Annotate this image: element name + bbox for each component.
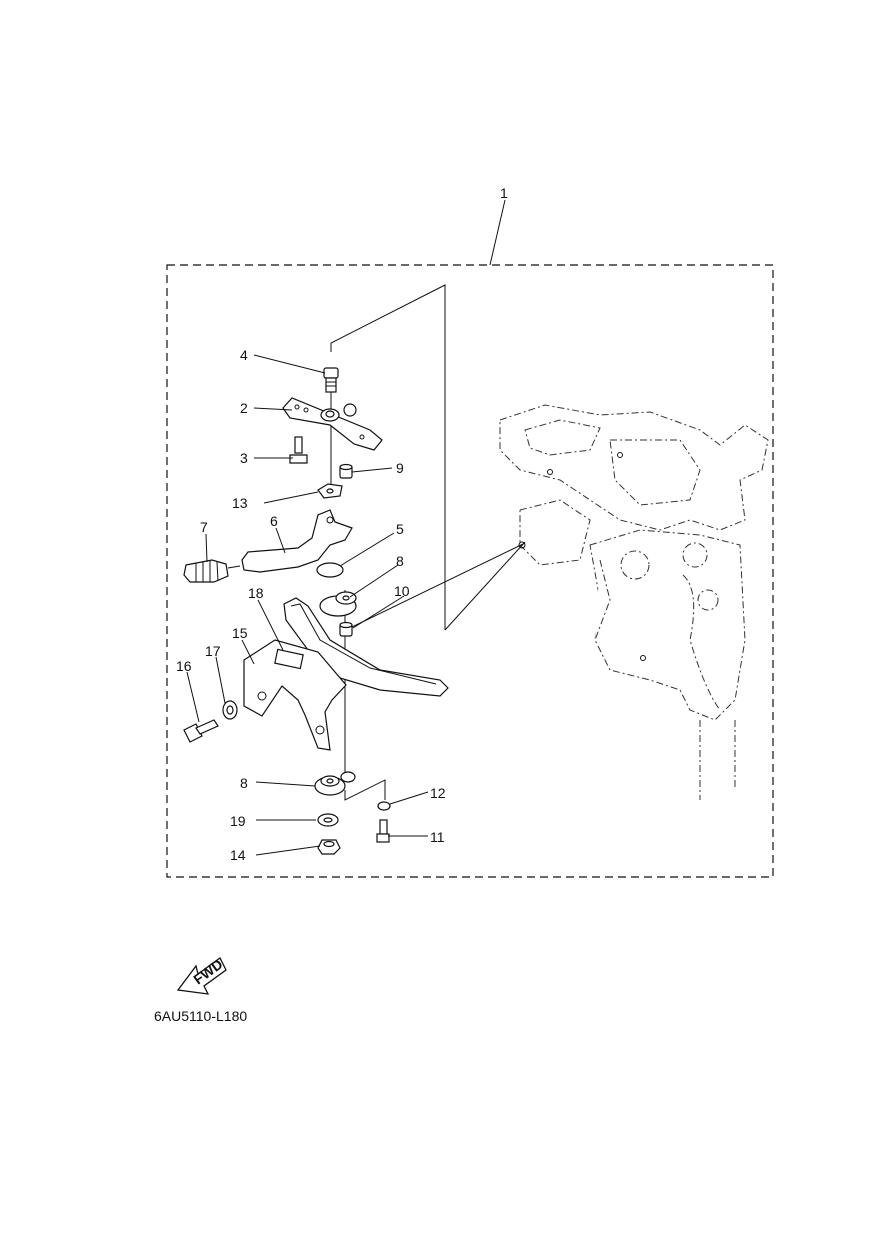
callout-14: 14	[230, 847, 246, 863]
part-10-collar	[339, 621, 353, 637]
part-6-lever	[241, 509, 353, 573]
callout-11: 11	[430, 829, 445, 845]
diagram-code: 6AU5110-L180	[154, 1008, 247, 1024]
part-14-nut	[317, 839, 341, 855]
callout-13: 13	[232, 495, 248, 511]
part-12-washer	[377, 801, 391, 811]
callout-9: 9	[396, 460, 404, 476]
callout-10: 10	[394, 583, 410, 599]
part-5-washer	[316, 562, 344, 578]
part-8-bushing-lower	[314, 771, 356, 796]
part-8-bushing-upper	[319, 591, 357, 617]
part-13-washer	[317, 483, 343, 499]
callout-8-upper: 8	[396, 553, 404, 569]
callout-5: 5	[396, 521, 404, 537]
callout-16: 16	[176, 658, 192, 674]
part-2-plate	[282, 397, 383, 451]
part-17-washer	[222, 700, 238, 720]
callout-3: 3	[240, 450, 248, 466]
callout-7: 7	[200, 519, 208, 535]
part-16-bolt	[183, 719, 219, 743]
callout-4: 4	[240, 347, 248, 363]
part-9-collar	[339, 463, 353, 479]
callout-12: 12	[430, 785, 446, 801]
part-11-screw	[376, 819, 390, 843]
part-4-bolt	[323, 367, 339, 393]
part-3-screw	[289, 436, 308, 464]
fwd-arrow-icon: FWD	[176, 956, 227, 995]
callout-1: 1	[500, 185, 508, 201]
callout-8-lower: 8	[240, 775, 248, 791]
callout-2: 2	[240, 400, 248, 416]
callout-19: 19	[230, 813, 246, 829]
callout-17: 17	[205, 643, 221, 659]
engine-bracket-outline	[499, 404, 769, 800]
callout-18: 18	[248, 585, 264, 601]
part-15-bracket	[243, 639, 347, 751]
part-7-grip	[183, 559, 241, 583]
callout-15: 15	[232, 625, 248, 641]
assembly-boundary	[166, 264, 774, 878]
leader-lines	[186, 354, 429, 856]
callout-6: 6	[270, 513, 278, 529]
part-19-washer	[317, 813, 339, 827]
